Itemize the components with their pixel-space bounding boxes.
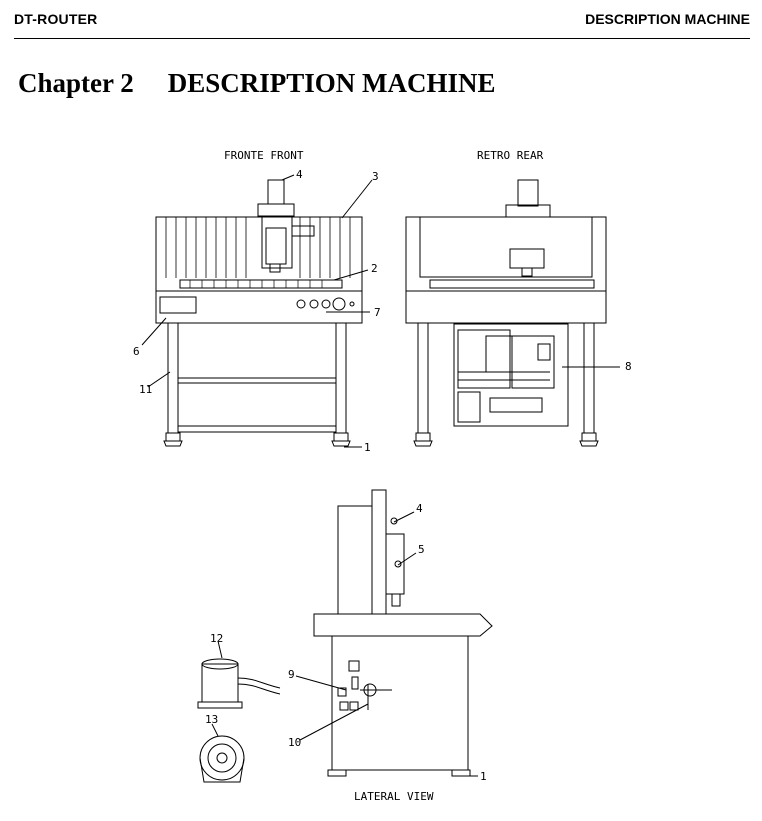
chapter-heading: Chapter 2 DESCRIPTION MACHINE (18, 68, 496, 99)
callout-13: 13 (205, 713, 218, 726)
running-header-right: DESCRIPTION MACHINE (585, 11, 750, 27)
callout-1-lateral: 1 (480, 770, 487, 783)
callout-11: 11 (139, 383, 152, 396)
rear-view-caption: RETRO REAR (477, 149, 544, 162)
accessory-13-drawing (199, 723, 245, 783)
callout-8: 8 (625, 360, 632, 373)
callout-4-lateral: 4 (416, 502, 423, 515)
lateral-view-drawing (295, 489, 493, 777)
callout-10: 10 (288, 736, 301, 749)
callout-7: 7 (374, 306, 381, 319)
callout-9: 9 (288, 668, 295, 681)
rear-view-drawing (405, 179, 620, 447)
front-view-drawing (141, 174, 373, 448)
callout-5: 5 (418, 543, 425, 556)
front-view-caption: FRONTE FRONT (224, 149, 304, 162)
callout-2: 2 (371, 262, 378, 275)
running-header-left: DT-ROUTER (14, 11, 98, 27)
callout-12: 12 (210, 632, 223, 645)
callout-1: 1 (364, 441, 371, 454)
header-rule (14, 38, 750, 39)
callout-6: 6 (133, 345, 140, 358)
front-slats (165, 217, 351, 278)
callout-4: 4 (296, 168, 303, 181)
lateral-view-caption: LATERAL VIEW (354, 790, 434, 803)
chapter-title: DESCRIPTION MACHINE (167, 68, 496, 98)
chapter-number: Chapter 2 (18, 68, 134, 98)
callout-3: 3 (372, 170, 379, 183)
accessory-12-drawing (197, 640, 281, 709)
